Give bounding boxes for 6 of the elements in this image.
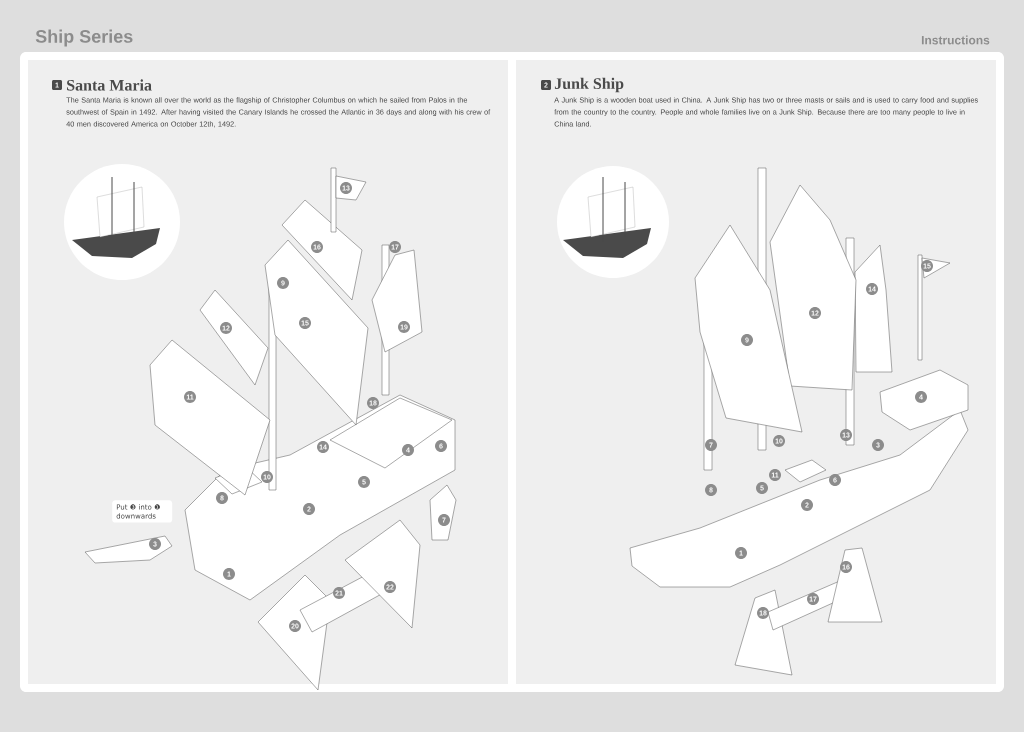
ship-photo (557, 166, 669, 278)
panel-heading: Junk Ship (554, 77, 624, 93)
panel-heading: Santa Maria (67, 79, 152, 91)
page-title: Ship Series (35, 29, 133, 47)
section-label: Instructions (921, 35, 990, 45)
ship-photo (64, 164, 180, 280)
